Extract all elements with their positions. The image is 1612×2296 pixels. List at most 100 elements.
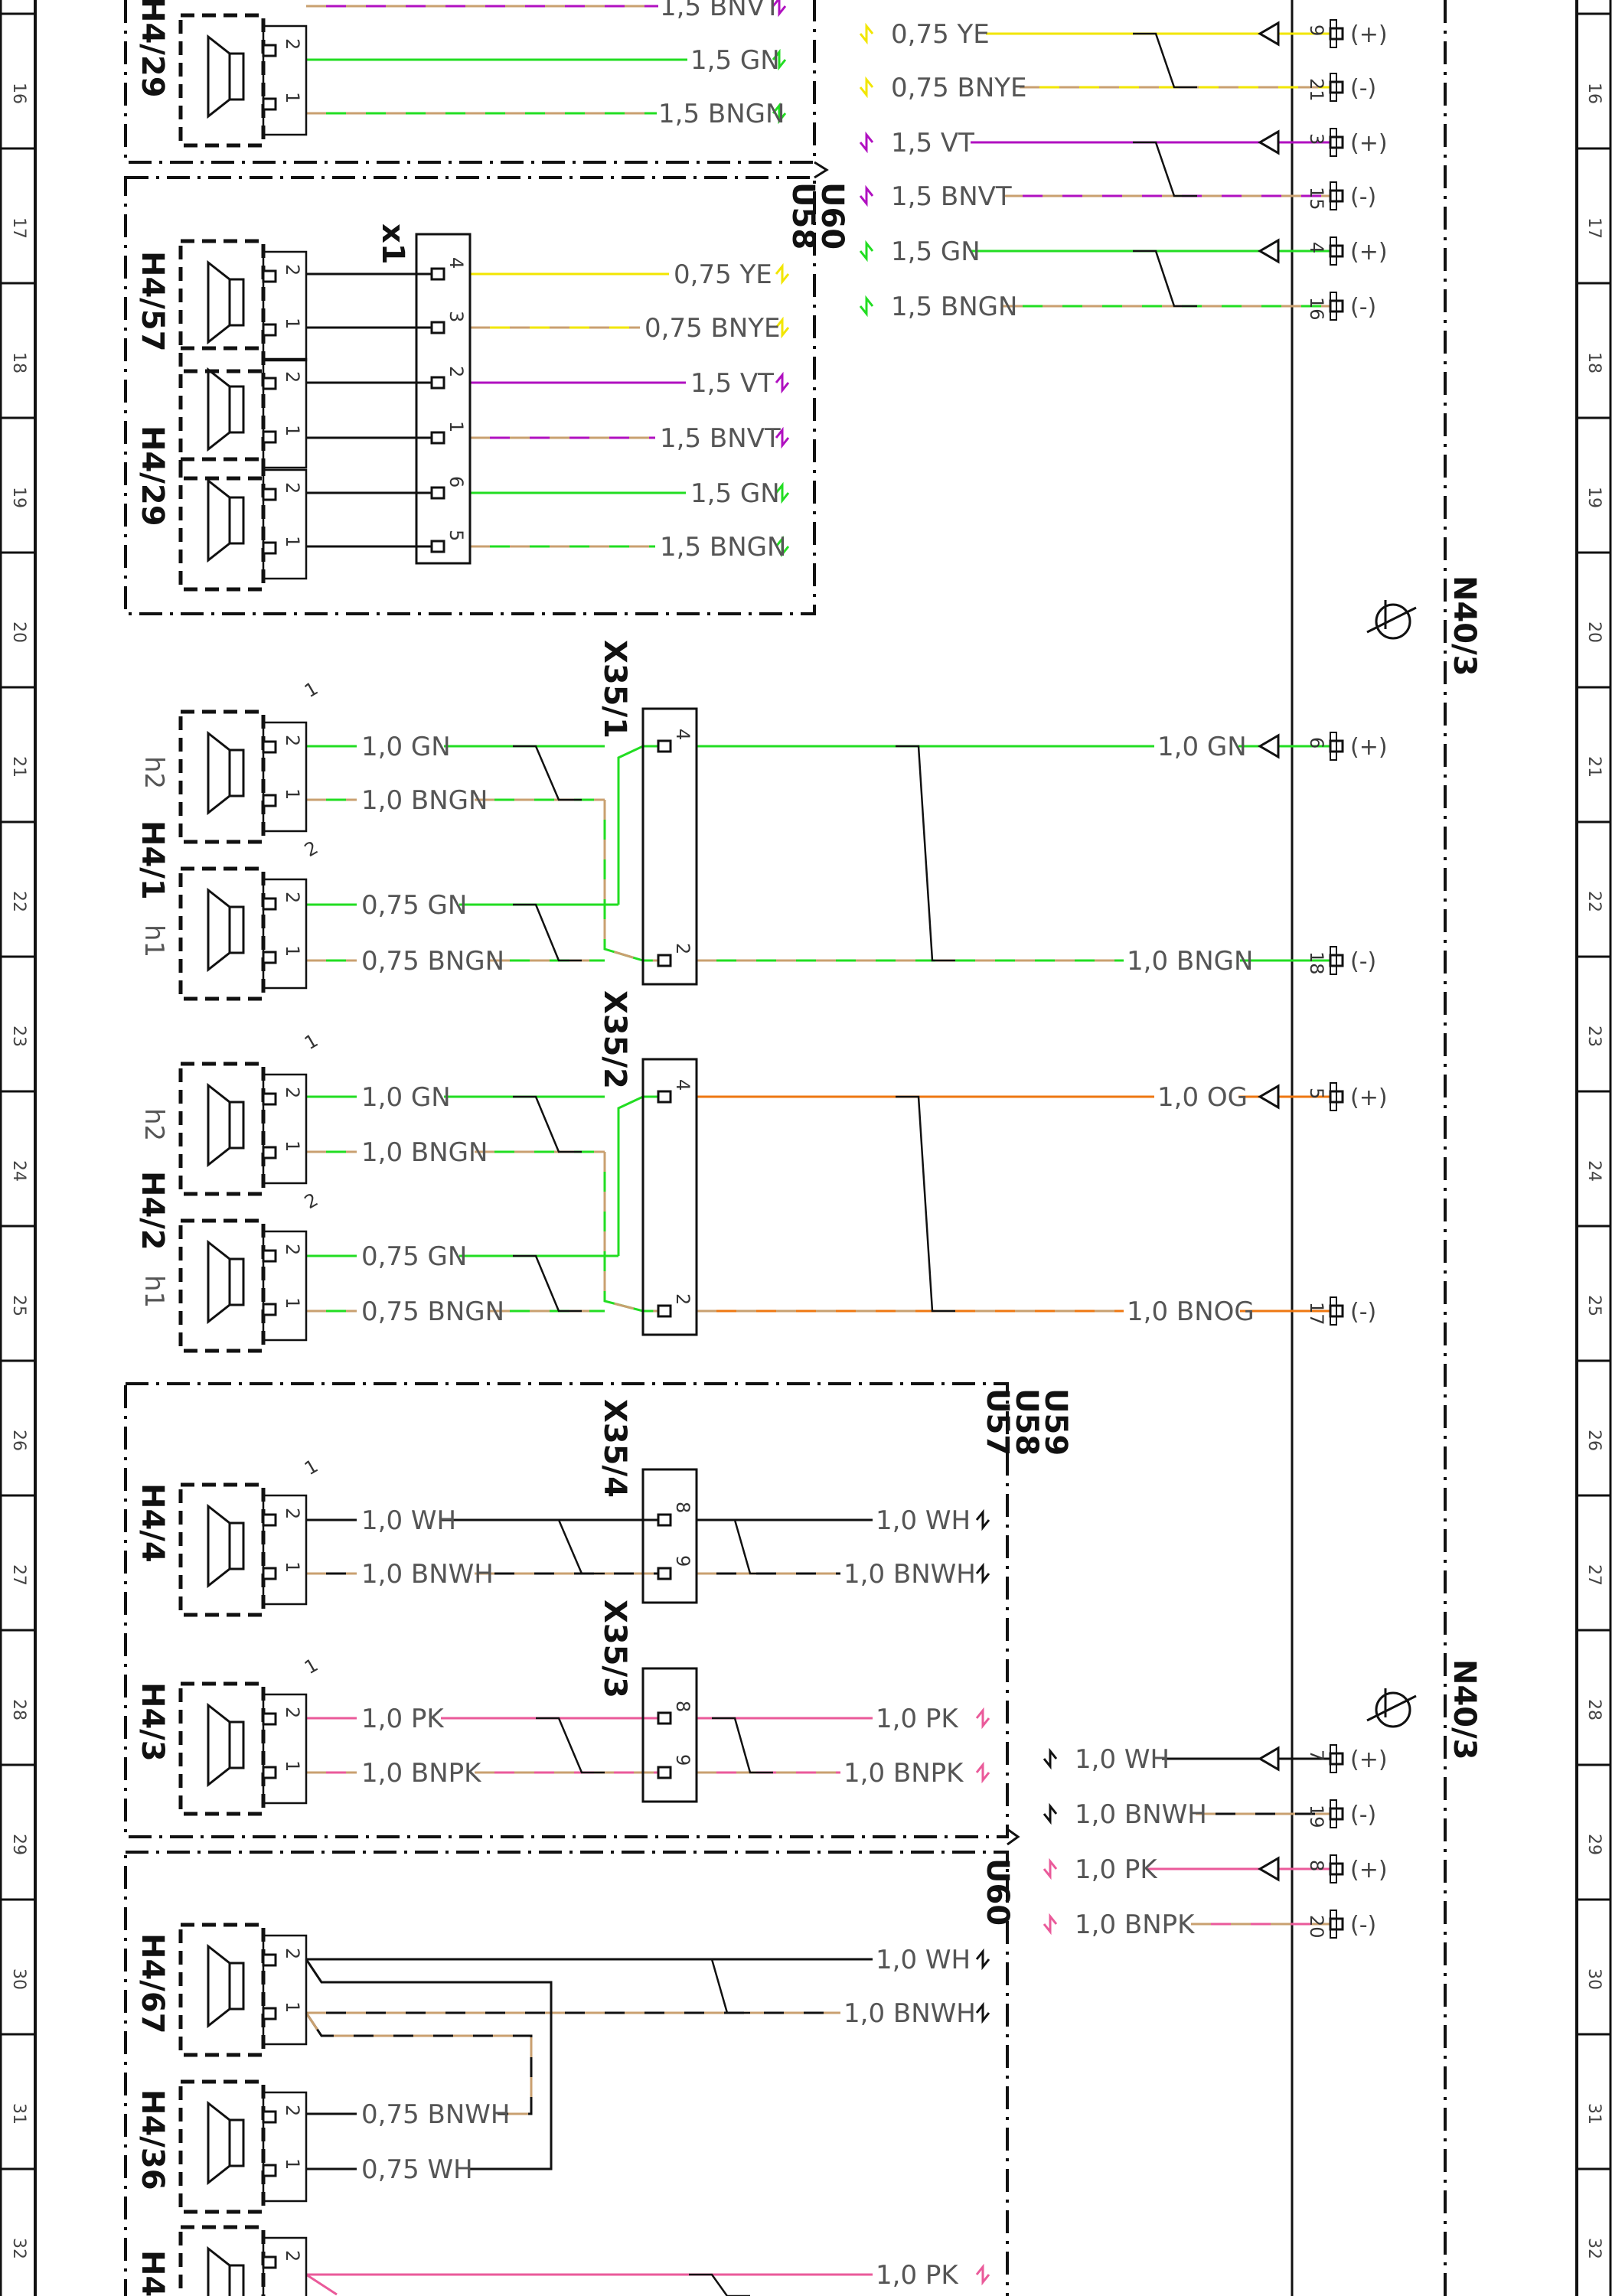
row-number-left: 16 bbox=[9, 83, 28, 104]
wire-continuation-icon bbox=[772, 0, 787, 18]
wire-label-n40-bnwh: 1,0 BNWH bbox=[1075, 1799, 1207, 1830]
connector-x35-2 bbox=[641, 1058, 698, 1336]
speaker-h4-29-top-pin-number: 1 bbox=[282, 92, 303, 103]
row-number-left: 25 bbox=[9, 1295, 28, 1316]
wire-continuation-icon bbox=[1043, 1747, 1058, 1770]
x1-pin bbox=[430, 486, 445, 500]
x1-pin-number: 6 bbox=[445, 476, 467, 488]
connector-arrow-icon bbox=[1258, 1746, 1280, 1772]
twisted-pair-marker bbox=[689, 1958, 750, 2014]
module-bracket bbox=[1007, 1828, 1020, 1846]
wire-label-gn: 1,5 GN bbox=[891, 236, 981, 267]
wire-label-h436-bnwh: 0,75 BNWH bbox=[361, 2099, 510, 2130]
wire-continuation-icon bbox=[775, 535, 790, 558]
component-label-h4-29: H4/29 bbox=[135, 426, 170, 527]
speaker-h4-57-pin bbox=[262, 323, 277, 337]
speaker-h4-1-h1-pin-number: 2 bbox=[282, 892, 303, 903]
component-label-h4-29-top: H4/29 bbox=[135, 0, 170, 98]
x35-3-pin bbox=[657, 1711, 672, 1725]
n40-3-x352-bnog-polarity-label: (-) bbox=[1350, 1299, 1376, 1326]
row-number-left: 23 bbox=[9, 1026, 28, 1047]
speaker-h4-2-h1-pin bbox=[262, 1303, 277, 1316]
speaker-h4-36-pin-number: 2 bbox=[282, 2105, 303, 2116]
x35-1-pin bbox=[657, 739, 672, 753]
speaker-h4-57b-pin bbox=[262, 430, 277, 444]
row-number-right: 17 bbox=[1584, 217, 1604, 239]
row-number-left: 32 bbox=[9, 2238, 28, 2259]
n40-3-bngn-polarity-label: (-) bbox=[1350, 294, 1376, 321]
speaker-h4-1-h2-speaker-icon bbox=[207, 730, 245, 816]
component-label-h4-1: H4/1 bbox=[135, 820, 170, 900]
row-number-left: 22 bbox=[9, 891, 28, 912]
wire-merge-gn-2 bbox=[617, 1095, 658, 1256]
wire-label-bnvt: 1,5 BNVT bbox=[891, 181, 1012, 212]
row-number-left: 26 bbox=[9, 1430, 28, 1451]
twisted-pair-marker bbox=[513, 1095, 582, 1153]
connector-arrow-icon bbox=[1258, 129, 1280, 155]
shield-ground-icon bbox=[1366, 1688, 1417, 1728]
components-layer bbox=[124, 0, 1417, 2296]
x35-2-pin bbox=[657, 1304, 672, 1318]
row-number-left: 18 bbox=[9, 352, 28, 373]
component-label-h4-67: H4/67 bbox=[135, 1933, 170, 2034]
row-number-right: 27 bbox=[1584, 1564, 1604, 1586]
sublabel-h2: h2 bbox=[139, 756, 169, 789]
row-number-right: 21 bbox=[1584, 756, 1604, 778]
module-box-top bbox=[124, 0, 816, 164]
speaker-h4-3-pin-number: 2 bbox=[282, 1707, 303, 1718]
speaker-h4-4-pin-number: 2 bbox=[282, 1508, 303, 1519]
twisted-pair-marker bbox=[896, 745, 955, 962]
speaker-h4-29-pin-number: 1 bbox=[282, 536, 303, 547]
speaker-h4-2-h2-pin-number: 2 bbox=[282, 1087, 303, 1098]
wire-label-x352-og: 1,0 OG bbox=[1157, 1082, 1248, 1113]
speaker-h4-1-h2-pin-number: 1 bbox=[282, 788, 303, 800]
row-number-right: 22 bbox=[1584, 891, 1604, 912]
connector-x1 bbox=[415, 233, 472, 565]
row-number-left: 28 bbox=[9, 1699, 28, 1720]
x35-3-pin bbox=[657, 1766, 672, 1779]
connector-label-x35-4: X35/4 bbox=[597, 1399, 632, 1498]
row-number-left: 21 bbox=[9, 756, 28, 778]
connector-arrow-icon bbox=[1258, 21, 1280, 47]
wire-label-h41-bngn: 1,0 BNGN bbox=[361, 785, 488, 816]
twisted-pair-marker bbox=[513, 903, 582, 962]
speaker-h4-67-pin bbox=[262, 2007, 277, 2020]
row-number-left: 24 bbox=[9, 1160, 28, 1182]
component-label-h4-2: H4/2 bbox=[135, 1171, 170, 1251]
speaker-h4-2-h1-pin bbox=[262, 1249, 277, 1263]
sublabel-h1: h1 bbox=[139, 1275, 169, 1308]
speaker-h4-2-h1-pin-number: 1 bbox=[282, 1297, 303, 1309]
wire-continuation-icon bbox=[775, 263, 790, 285]
x1-pin bbox=[430, 540, 445, 553]
n40-3-x352-bnog-pin-number: 17 bbox=[1306, 1302, 1327, 1326]
wire-label-x352-bnog: 1,0 BNOG bbox=[1127, 1296, 1255, 1327]
wire-label-h42b-gn: 0,75 GN bbox=[361, 1241, 467, 1272]
speaker-h4-4-pin-number: 1 bbox=[282, 1561, 303, 1573]
speaker-h4-1-h2-pin bbox=[262, 740, 277, 754]
speaker-h4-3-pin-number: 1 bbox=[282, 1760, 303, 1772]
n40-3-x352-og-pin-number: 5 bbox=[1306, 1088, 1327, 1099]
connector-arrow-icon bbox=[1258, 238, 1280, 264]
wire-label-h41b-bngn: 0,75 BNGN bbox=[361, 946, 504, 977]
wire-continuation-icon bbox=[775, 481, 790, 504]
wire-label-h42b-bngn: 0,75 BNGN bbox=[361, 1296, 504, 1327]
wire-continuation-icon bbox=[859, 240, 874, 263]
speaker-h4-57-pin-number: 2 bbox=[282, 264, 303, 276]
module-label-u60: U60 bbox=[980, 1858, 1015, 1926]
labels-layer: U58U60U57U58U59U60N40/3N40/321H4/2921212… bbox=[135, 0, 1482, 2296]
speaker-h4-bottom-pin bbox=[262, 2255, 277, 2269]
wire-merge-bngn-2-stripe bbox=[603, 1152, 658, 1313]
connector-x35-1 bbox=[641, 707, 698, 986]
row-number-right: 26 bbox=[1584, 1430, 1604, 1451]
speaker-h4-3-pin bbox=[262, 1766, 277, 1779]
row-number-left: 27 bbox=[9, 1564, 28, 1586]
wire-continuation-icon bbox=[975, 2263, 990, 2286]
speaker-h4-57b-pin-number: 2 bbox=[282, 371, 303, 383]
wire-label-x1_gn: 1,5 GN bbox=[690, 478, 780, 509]
wire-continuation-icon bbox=[975, 1707, 990, 1730]
wire-label-x1_vt: 1,5 VT bbox=[690, 368, 774, 399]
sublabel-h2: h2 bbox=[139, 1108, 169, 1141]
wire-label-ye: 0,75 YE bbox=[891, 19, 990, 50]
row-number-right: 25 bbox=[1584, 1295, 1604, 1316]
